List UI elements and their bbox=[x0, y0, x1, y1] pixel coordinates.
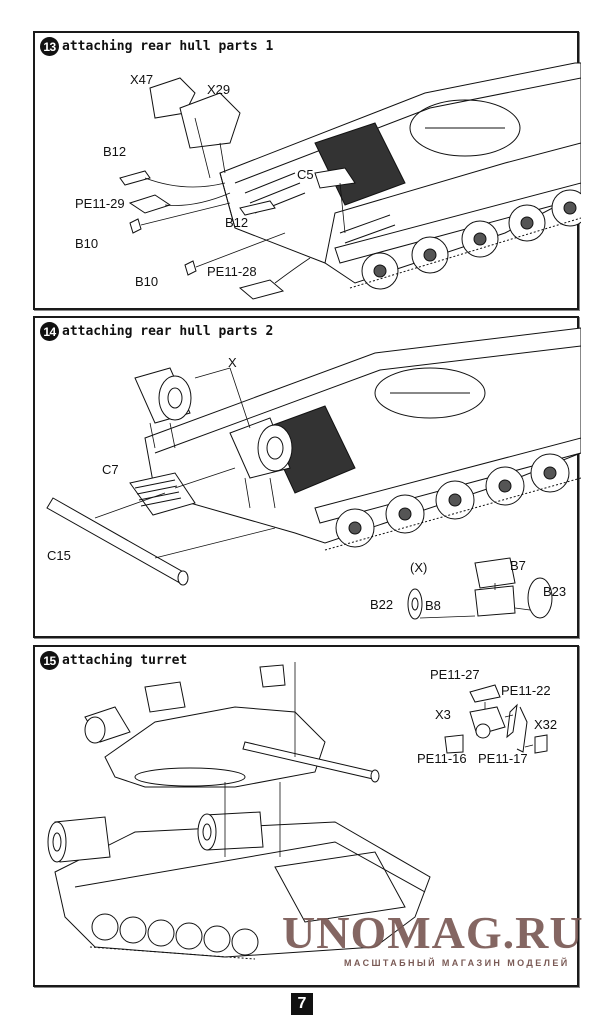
part-label-PE11-27: PE11-27 bbox=[430, 667, 480, 682]
part-B10b-drawing bbox=[184, 260, 197, 276]
part-label-PE11-16: PE11-16 bbox=[417, 751, 467, 766]
part-label-B23: B23 bbox=[543, 584, 567, 599]
fuel-drum-X-left-drawing bbox=[134, 367, 192, 424]
fuel-drum-X-right-drawing bbox=[229, 417, 293, 479]
step-13-illustration bbox=[119, 62, 581, 300]
part-label-B12-second: B12 bbox=[225, 215, 249, 230]
step-15-panel: 15 attaching turret bbox=[33, 645, 579, 987]
part-PE11-28-drawing bbox=[238, 279, 285, 300]
part-label-C7: C7 bbox=[102, 462, 119, 477]
step-13-panel: 13 attaching rear hull parts 1 bbox=[33, 31, 581, 310]
watermark: UNOMAG.RU МАСШТАБНЫЙ МАГАЗИН МОДЕЛЕЙ bbox=[282, 907, 584, 969]
part-X29-drawing bbox=[179, 92, 241, 149]
watermark-tagline: МАСШТАБНЫЙ МАГАЗИН МОДЕЛЕЙ bbox=[344, 958, 570, 968]
watermark-brand: UNOMAG.RU bbox=[282, 907, 584, 958]
part-B12b-drawing bbox=[239, 200, 276, 216]
step-14-illustration bbox=[46, 327, 581, 620]
tank-hull-rear-drawing bbox=[219, 62, 581, 290]
part-label-X: X bbox=[228, 355, 237, 370]
step-13-header: 13 attaching rear hull parts 1 bbox=[40, 37, 273, 56]
fuel-drum-hull-right-drawing bbox=[197, 811, 264, 851]
part-label-X47: X47 bbox=[130, 72, 154, 87]
part-label-PE11-29: PE11-29 bbox=[75, 196, 125, 211]
subassembly-X-title: (X) bbox=[410, 560, 428, 575]
part-label-B12: B12 bbox=[103, 144, 127, 159]
part-label-C15: C15 bbox=[47, 548, 71, 563]
part-label-X3: X3 bbox=[435, 707, 451, 722]
step-14-header: 14 attaching rear hull parts 2 bbox=[40, 322, 273, 341]
tank-hull-rear-drawing bbox=[144, 327, 581, 551]
step-15-title: attaching turret bbox=[62, 653, 188, 668]
part-label-B8: B8 bbox=[425, 598, 441, 613]
part-C5-drawing bbox=[314, 167, 356, 189]
part-label-X29: X29 bbox=[207, 82, 231, 97]
step-15-number-badge: 15 bbox=[40, 651, 59, 670]
step-14-title: attaching rear hull parts 2 bbox=[62, 324, 274, 339]
subassembly-X-drawing bbox=[407, 557, 553, 620]
part-C15-drawing bbox=[46, 497, 189, 586]
step-15-header: 15 attaching turret bbox=[40, 651, 187, 670]
part-label-PE11-22: PE11-22 bbox=[501, 683, 551, 698]
sight-subassembly-drawing bbox=[444, 684, 548, 754]
fuel-drum-hull-left-drawing bbox=[47, 816, 111, 863]
step-14-panel: 14 attaching rear hull parts 2 bbox=[33, 316, 581, 638]
part-B10-drawing bbox=[129, 218, 142, 234]
step-13-number-badge: 13 bbox=[40, 37, 59, 56]
part-label-B10: B10 bbox=[75, 236, 99, 251]
part-label-B22: B22 bbox=[370, 597, 394, 612]
part-label-PE11-28: PE11-28 bbox=[207, 264, 257, 279]
step-14-number-badge: 14 bbox=[40, 322, 59, 341]
part-label-B7: B7 bbox=[510, 558, 526, 573]
hull-drawing bbox=[54, 821, 431, 960]
part-label-PE11-17: PE11-17 bbox=[478, 751, 528, 766]
page-number: 7 bbox=[291, 993, 313, 1015]
part-label-C5: C5 bbox=[297, 167, 314, 182]
part-label-B10-second: B10 bbox=[135, 274, 159, 289]
step-15-illustration bbox=[47, 662, 548, 960]
step-13-title: attaching rear hull parts 1 bbox=[62, 39, 274, 54]
part-label-X32: X32 bbox=[534, 717, 558, 732]
part-B12-drawing bbox=[119, 170, 151, 186]
turret-drawing bbox=[84, 664, 380, 788]
part-PE11-29-drawing bbox=[128, 194, 172, 214]
